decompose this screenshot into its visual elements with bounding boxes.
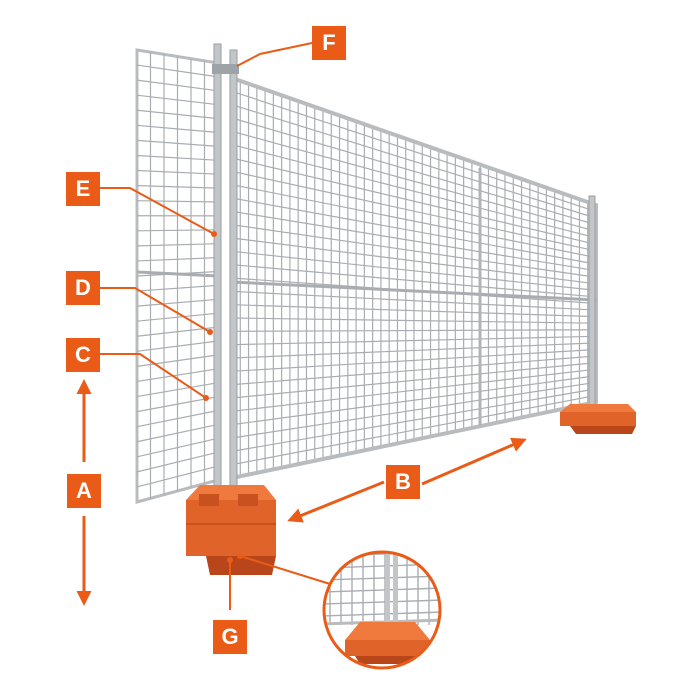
label-d: D [66,271,100,305]
rear-fence-panel [135,48,220,504]
leader-f [236,42,313,67]
fence-base-rear [560,404,636,434]
leader-d [100,287,211,333]
main-fence-panel [230,75,598,481]
zoom-inset [322,550,442,670]
label-b: B [386,465,420,499]
leader-e [100,187,215,235]
leader-dots [203,231,243,563]
leader-lines [100,42,331,610]
label-a: A [67,474,101,508]
coupling-clamp [212,64,239,74]
width-arrow-right [421,437,527,486]
leader-zoom [239,555,331,585]
label-g: G [213,620,247,654]
label-e: E [66,172,100,206]
width-arrow-left [287,480,385,523]
leader-c [100,353,207,399]
label-f: F [312,26,346,60]
label-c: C [66,338,100,372]
